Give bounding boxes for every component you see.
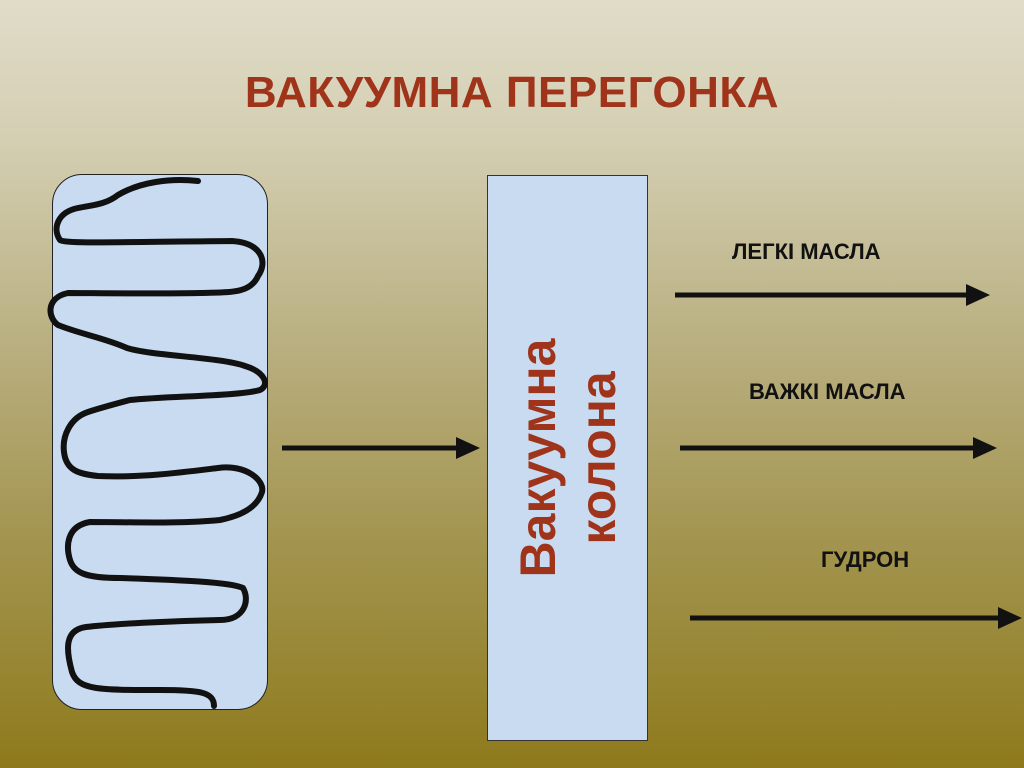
light-oils-arrow-head (966, 284, 990, 306)
heavy-oils-arrow-head (973, 437, 997, 459)
column-label-line2: колона (570, 371, 626, 545)
tar-label: ГУДРОН (821, 547, 910, 572)
heavy-oils-label: ВАЖКІ МАСЛА (749, 379, 906, 404)
feed-arrow-head (456, 437, 480, 459)
column-label-line1: Вакуумна (510, 338, 566, 578)
slide-title: ВАКУУМНА ПЕРЕГОНКА (244, 68, 780, 117)
heavy-oils-arrow (680, 437, 997, 459)
feed-arrow (282, 437, 480, 459)
tube-furnace (52, 174, 268, 710)
vacuum-column-label: Вакуумна колона (508, 339, 628, 578)
tar-arrow-head (998, 607, 1022, 629)
light-oils-label: ЛЕГКІ МАСЛА (732, 239, 881, 264)
vacuum-column (487, 175, 648, 741)
tar-arrow (690, 607, 1022, 629)
light-oils-arrow (675, 284, 990, 306)
